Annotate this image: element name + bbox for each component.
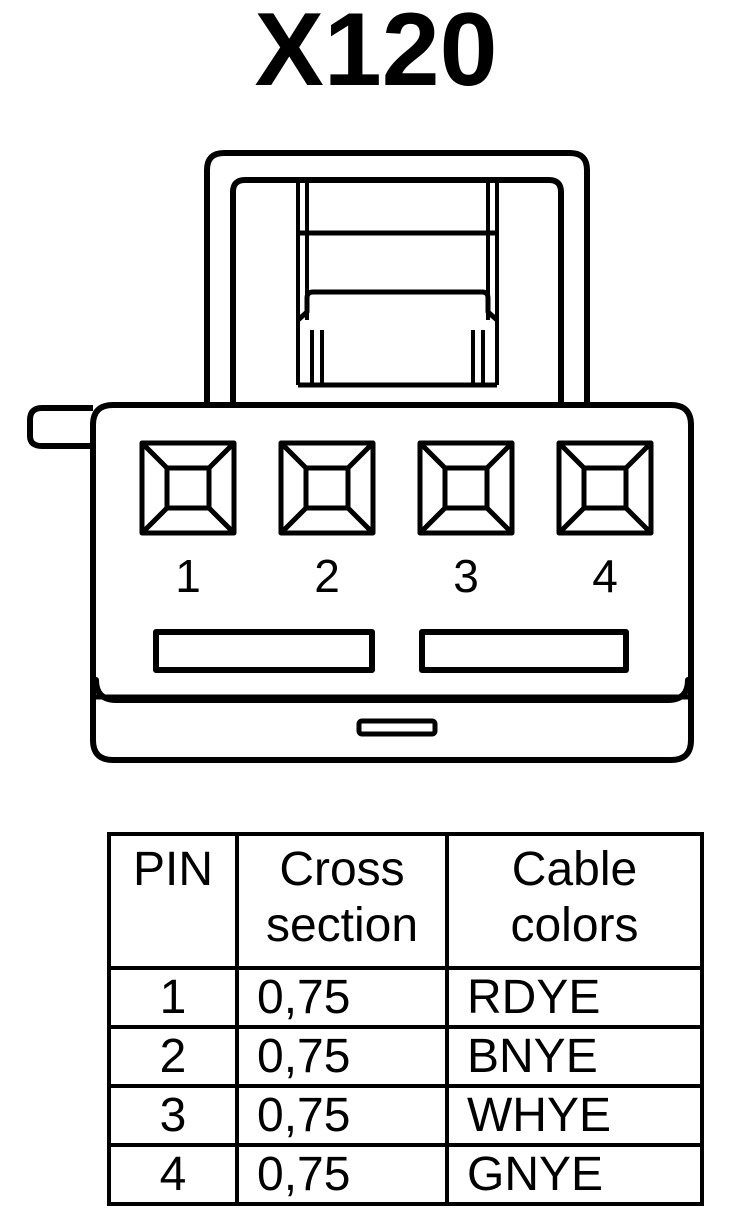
connector-window-left [153, 629, 375, 673]
pin-number-3: 3 [453, 550, 479, 602]
table-row: 1 0,75 RDYE [107, 966, 704, 1029]
cell-cross-section: 0,75 [235, 1084, 449, 1147]
connector-drawing: 1 2 3 4 [27, 150, 694, 763]
connector-side-tab [27, 405, 93, 449]
cell-pin: 2 [107, 1025, 239, 1088]
pin-assignment-table: PIN Cross section Cable colors 1 0,75 RD… [107, 832, 704, 1206]
cell-cross-section: 0,75 [235, 1143, 449, 1206]
table-row: 2 0,75 BNYE [107, 1025, 704, 1088]
cell-pin: 1 [107, 966, 239, 1029]
header-cable-colors: Cable colors [445, 832, 704, 970]
pin-number-1: 1 [175, 550, 201, 602]
connector-window-right [419, 629, 629, 673]
cell-cable-color: GNYE [445, 1143, 704, 1206]
cell-cable-color: RDYE [445, 966, 704, 1029]
table-row: 3 0,75 WHYE [107, 1084, 704, 1147]
connector-bottom-slot [356, 718, 438, 737]
cell-cable-color: WHYE [445, 1084, 704, 1147]
cell-cross-section: 0,75 [235, 966, 449, 1029]
cell-cross-section: 0,75 [235, 1025, 449, 1088]
cell-cable-color: BNYE [445, 1025, 704, 1088]
header-cross-section: Cross section [235, 832, 449, 970]
connector-housing [90, 402, 694, 763]
connector-latch [204, 150, 590, 408]
pin-terminal-4 [556, 440, 654, 536]
pin-number-2: 2 [314, 550, 340, 602]
connector-title: X120 [254, 0, 498, 108]
header-pin: PIN [107, 832, 239, 970]
table-header-row: PIN Cross section Cable colors [107, 832, 704, 970]
cell-pin: 4 [107, 1143, 239, 1206]
pin-number-4: 4 [592, 550, 618, 602]
pin-terminal-2 [278, 440, 376, 536]
pin-terminal-1 [139, 440, 237, 536]
pin-terminal-3 [417, 440, 515, 536]
table-row: 4 0,75 GNYE [107, 1143, 704, 1206]
cell-pin: 3 [107, 1084, 239, 1147]
